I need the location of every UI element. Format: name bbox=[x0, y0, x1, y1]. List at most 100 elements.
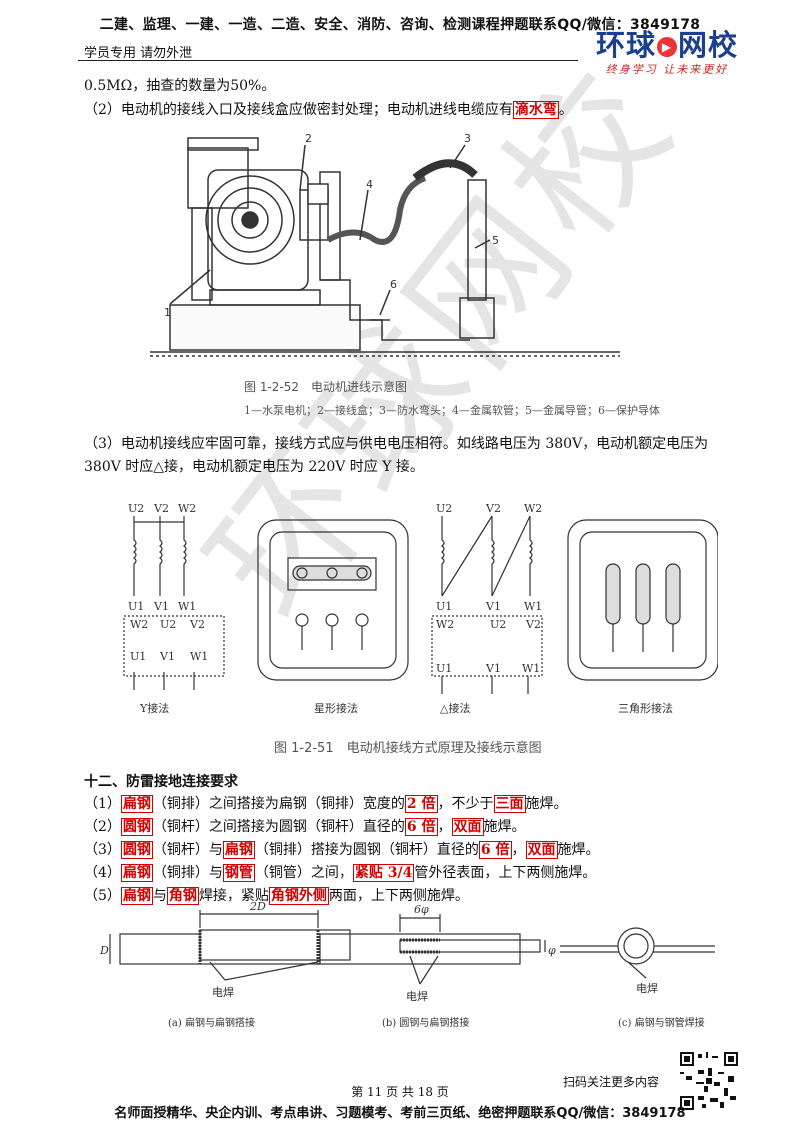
svg-text:U1: U1 bbox=[128, 600, 144, 613]
svg-text:V2: V2 bbox=[153, 502, 169, 515]
svg-text:U2: U2 bbox=[436, 502, 452, 515]
rule-line-5: （5）扁钢与角钢焊接，紧贴角钢外侧两面，上下两侧施焊。 bbox=[84, 886, 469, 906]
svg-text:W2: W2 bbox=[130, 618, 148, 631]
svg-text:W1: W1 bbox=[522, 662, 540, 675]
line-insulation: 0.5MΩ，抽查的数量为50%。 bbox=[84, 78, 276, 94]
highlight-drip-loop: 滴水弯 bbox=[512, 101, 559, 119]
highlight-term: 扁钢 bbox=[222, 841, 255, 859]
fig52-label-5: 5 bbox=[492, 234, 499, 247]
highlight-term: 圆钢 bbox=[120, 818, 153, 836]
svg-text:V1: V1 bbox=[159, 650, 175, 663]
svg-text:V2: V2 bbox=[189, 618, 205, 631]
rule-text: （2） bbox=[84, 819, 121, 835]
highlight-term: 钢管 bbox=[222, 864, 255, 882]
fig52-title: 图 1-2-52 电动机进线示意图 bbox=[244, 380, 408, 394]
highlight-term: 6 倍 bbox=[404, 818, 438, 836]
dim-d: D bbox=[100, 944, 109, 957]
fig52-label-1: 1 bbox=[164, 306, 171, 319]
fig52-label-6: 6 bbox=[390, 278, 397, 291]
section-title: 十二、防雷接地连接要求 bbox=[84, 774, 238, 790]
terminal-wiring-figure: U2 V2 W2 U1 V1 W1 W2 U2 V2 U1 V1 W1 Y接法 … bbox=[123, 502, 718, 715]
rule-text: （铜杆）与 bbox=[152, 842, 223, 858]
svg-text:U1: U1 bbox=[436, 600, 452, 613]
line-connection-rule-b: 380V 时应△接，电动机额定电压为 220V 时应 Y 接。 bbox=[84, 459, 424, 475]
fig52-legend: 1—水泵电机；2—接线盒；3—防水弯头；4—金属软管；5—金属导管；6—保护导体 bbox=[244, 404, 660, 417]
rule-text: （5） bbox=[84, 888, 121, 904]
fig51-title: 图 1-2-51 电动机接线方式原理及接线示意图 bbox=[274, 741, 542, 756]
rule-text: 与 bbox=[152, 888, 167, 904]
rule-text: （铜管）之间， bbox=[254, 865, 353, 881]
weld-label-c: 电焊 bbox=[636, 981, 658, 995]
rule-text: 施焊。 bbox=[483, 819, 526, 835]
caption-c: (c) 扁钢与钢管焊接 bbox=[618, 1016, 705, 1029]
rule-text: （铜排）搭接为圆钢（铜杆）直径的 bbox=[254, 842, 479, 858]
svg-text:W1: W1 bbox=[178, 600, 196, 613]
highlight-term: 扁钢 bbox=[120, 795, 153, 813]
svg-text:V1: V1 bbox=[485, 662, 501, 675]
svg-text:U2: U2 bbox=[490, 618, 506, 631]
logo: 环球▶网校 终身学习 让未来更好 bbox=[592, 30, 742, 77]
svg-text:W2: W2 bbox=[178, 502, 196, 515]
rule-text: 两面，上下两侧施焊。 bbox=[328, 888, 469, 904]
rule-text: ，不少于 bbox=[437, 796, 494, 812]
bottom-banner: 名师面授精华、央企内训、考点串讲、习题模考、考前三页纸、绝密押题联系QQ/微信：… bbox=[114, 1106, 686, 1121]
highlight-term: 扁钢 bbox=[120, 887, 153, 905]
highlight-term: 紧贴 3/4 bbox=[352, 864, 415, 882]
rule-text: （铜杆）之间搭接为圆钢（铜杆）直径的 bbox=[152, 819, 405, 835]
rule-text: （铜排）之间搭接为扁钢（铜排）宽度的 bbox=[152, 796, 405, 812]
welding-figure: 2D 6φ D φ 电焊 电焊 电焊 (a) 扁钢与扁钢搭接 (b) 圆钢与扁钢… bbox=[100, 900, 715, 1029]
svg-text:V2: V2 bbox=[485, 502, 501, 515]
highlight-term: 角钢 bbox=[166, 887, 199, 905]
fig52-label-4: 4 bbox=[366, 178, 373, 191]
svg-text:W2: W2 bbox=[524, 502, 542, 515]
highlight-term: 扁钢 bbox=[120, 864, 153, 882]
student-only-note: 学员专用 请勿外泄 bbox=[84, 46, 193, 61]
highlight-term: 2 倍 bbox=[404, 795, 438, 813]
label-delta-method: △接法 bbox=[440, 701, 470, 715]
highlight-term: 圆钢 bbox=[120, 841, 153, 859]
motor-wiring-figure: 1 2 3 4 5 6 bbox=[150, 132, 620, 357]
rule-text: 施焊。 bbox=[525, 796, 568, 812]
svg-text:V2: V2 bbox=[525, 618, 541, 631]
svg-text:V1: V1 bbox=[153, 600, 169, 613]
header-divider bbox=[78, 60, 578, 61]
top-banner: 二建、监理、一建、一造、二造、安全、消防、咨询、检测课程押题联系QQ/微信：38… bbox=[99, 17, 701, 33]
rule-text: 管外径表面，上下两侧施焊。 bbox=[414, 865, 597, 881]
label-triangle-method: 三角形接法 bbox=[618, 701, 673, 715]
highlight-term: 双面 bbox=[525, 841, 558, 859]
svg-text:W2: W2 bbox=[436, 618, 454, 631]
fig52-label-3: 3 bbox=[464, 132, 471, 145]
weld-label-b: 电焊 bbox=[406, 989, 428, 1003]
rule-text: 施焊。 bbox=[557, 842, 600, 858]
scan-prompt: 扫码关注更多内容 bbox=[563, 1075, 660, 1089]
dim-2d: 2D bbox=[249, 900, 266, 913]
svg-text:V1: V1 bbox=[485, 600, 501, 613]
highlight-term: 三面 bbox=[493, 795, 526, 813]
fig52-label-2: 2 bbox=[305, 132, 312, 145]
rule-text: ， bbox=[437, 819, 452, 835]
svg-text:W1: W1 bbox=[190, 650, 208, 663]
line-entry-seal: （2）电动机的接线入口及接线盒应做密封处理；电动机进线电缆应有滴水弯。 bbox=[84, 101, 573, 119]
svg-text:U1: U1 bbox=[436, 662, 452, 675]
play-icon: ▶ bbox=[657, 37, 677, 57]
highlight-term: 角钢外侧 bbox=[268, 887, 329, 905]
page-number: 第 11 页 共 18 页 bbox=[351, 1085, 449, 1099]
dim-6phi: 6φ bbox=[414, 903, 429, 916]
caption-a: (a) 扁钢与扁钢搭接 bbox=[168, 1016, 255, 1029]
highlight-term: 双面 bbox=[451, 818, 484, 836]
label-y-method: Y接法 bbox=[139, 701, 169, 715]
qr-code[interactable] bbox=[680, 1052, 738, 1110]
logo-slogan: 终身学习 让未来更好 bbox=[605, 63, 729, 76]
line-connection-rule-a: （3）电动机接线应牢固可靠，接线方式应与供电电压相符。如线路电压为 380V，电… bbox=[84, 436, 709, 452]
highlight-term: 6 倍 bbox=[478, 841, 512, 859]
svg-text:U1: U1 bbox=[130, 650, 146, 663]
rule-text: （1） bbox=[84, 796, 121, 812]
svg-text:W1: W1 bbox=[524, 600, 542, 613]
rule-text: ， bbox=[511, 842, 526, 858]
label-star-method: 星形接法 bbox=[314, 701, 358, 715]
rule-text: 焊接，紧贴 bbox=[198, 888, 269, 904]
